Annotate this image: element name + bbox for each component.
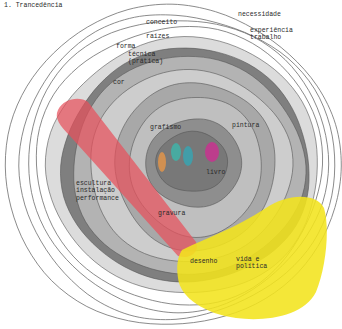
colour-blob xyxy=(205,142,219,162)
ring-label: gravura xyxy=(158,210,185,217)
yellow-region-fill xyxy=(177,197,327,319)
red-band: escultura instalação performance xyxy=(50,92,200,262)
colour-blob xyxy=(171,143,181,161)
ring-label: grafismo xyxy=(150,124,181,131)
ring-label: necessidade xyxy=(238,11,281,18)
ring-label: desenho xyxy=(190,258,217,265)
ring-label: raízes xyxy=(146,33,169,40)
yellow-region: vida e política xyxy=(176,188,328,324)
colour-blob xyxy=(158,152,166,172)
colour-blob xyxy=(183,146,193,166)
ring-label: pintura xyxy=(232,122,259,129)
ring-outline xyxy=(5,4,341,324)
grey-ring xyxy=(156,131,228,191)
ring-label: conceito xyxy=(146,19,177,26)
ring-label: técnica (prática) xyxy=(128,51,164,66)
grey-ring xyxy=(146,119,242,207)
red-band-fill xyxy=(57,99,197,257)
diagram-title: 1. Trancedência xyxy=(4,2,63,9)
ring-outline xyxy=(19,15,335,320)
region-label: vida e política xyxy=(236,256,282,271)
red-band-shape xyxy=(50,92,200,262)
ring-label: experiência trabalho xyxy=(250,27,300,42)
region-label: escultura instalação performance xyxy=(76,180,122,202)
ring-label: livro xyxy=(206,169,226,176)
ring-label: cor xyxy=(113,79,125,86)
ring-label: forma xyxy=(116,43,136,50)
